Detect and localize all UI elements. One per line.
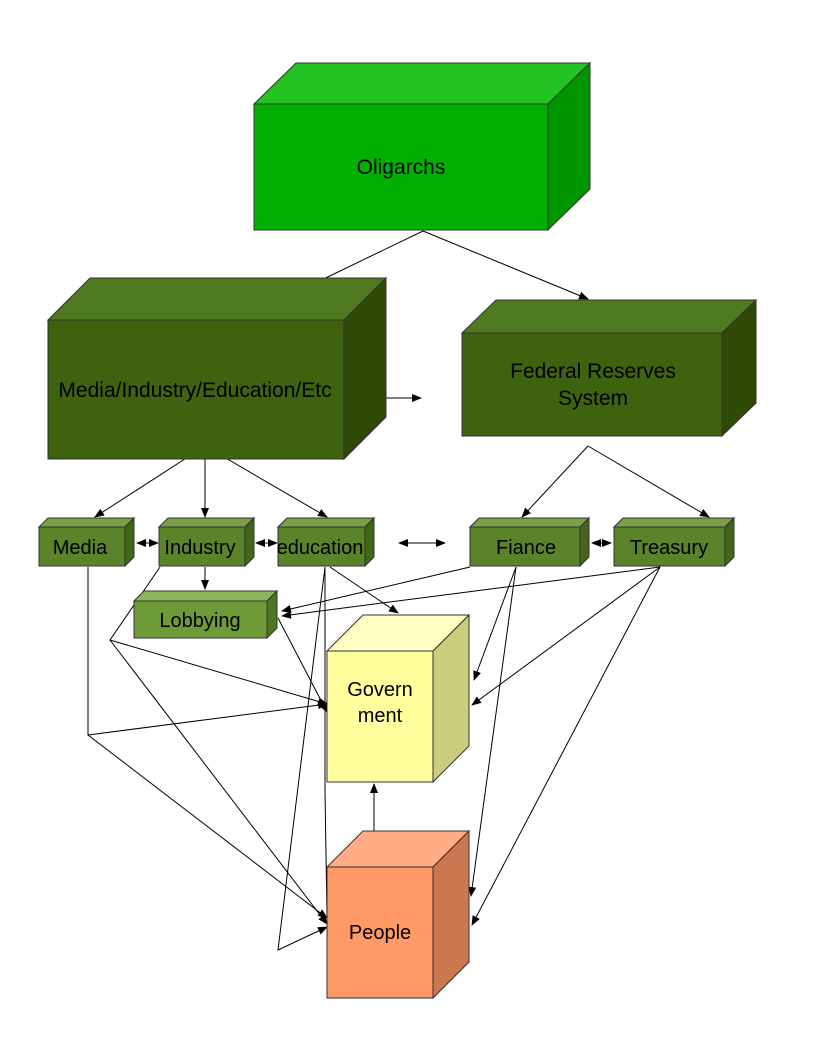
label-oligarchs: Oligarchs (357, 156, 446, 179)
arrow-education-to-people-b (324, 567, 328, 919)
node-treasury (612, 516, 736, 568)
arrow-oligarchs-to-federal-reserve (422, 230, 589, 300)
arrow-federal-reserve-to-treasury (587, 445, 710, 518)
label-federal-reserve-line2: System (558, 387, 628, 410)
arrow-education-to-people-a (277, 566, 328, 951)
node-oligarchs (252, 61, 592, 232)
arrow-treasury-to-people (471, 566, 661, 926)
arrow-finance-to-people (468, 566, 517, 897)
arrow-lobbying-to-government (277, 617, 328, 713)
arrow-treasury-to-lobbying (281, 566, 661, 619)
node-media (37, 516, 136, 568)
node-lobbying (132, 589, 279, 640)
node-finance (468, 516, 591, 568)
arrow-media-to-government (87, 701, 328, 736)
arrow-finance-to-government (473, 566, 517, 681)
node-government (325, 613, 471, 784)
label-federal-reserve-line1: Federal Reserves (510, 360, 676, 383)
arrow-industry-to-people (109, 639, 328, 925)
label-government-line2: ment (358, 705, 403, 727)
arrow-treasury-to-government (471, 566, 661, 706)
arrow-education-to-government (329, 566, 399, 614)
node-federal-reserve (460, 298, 758, 438)
label-media-industry-education: Media/Industry/Education/Etc (58, 379, 331, 402)
node-media-industry-education (46, 276, 388, 461)
arrow-media-to-people (87, 567, 328, 919)
label-treasury: Treasury (630, 537, 708, 559)
node-industry (157, 516, 256, 568)
node-education (276, 516, 376, 568)
label-finance: Fiance (496, 537, 556, 559)
label-industry: Industry (164, 537, 235, 559)
label-media: Media (53, 537, 108, 559)
arrow-federal-reserve-to-finance (521, 445, 589, 518)
label-government-line1: Govern (347, 679, 413, 701)
label-people: People (349, 922, 411, 944)
label-lobbying: Lobbying (159, 610, 240, 632)
arrow-finance-to-lobbying (281, 566, 471, 613)
label-education: education (277, 537, 364, 559)
node-people (325, 829, 471, 1000)
